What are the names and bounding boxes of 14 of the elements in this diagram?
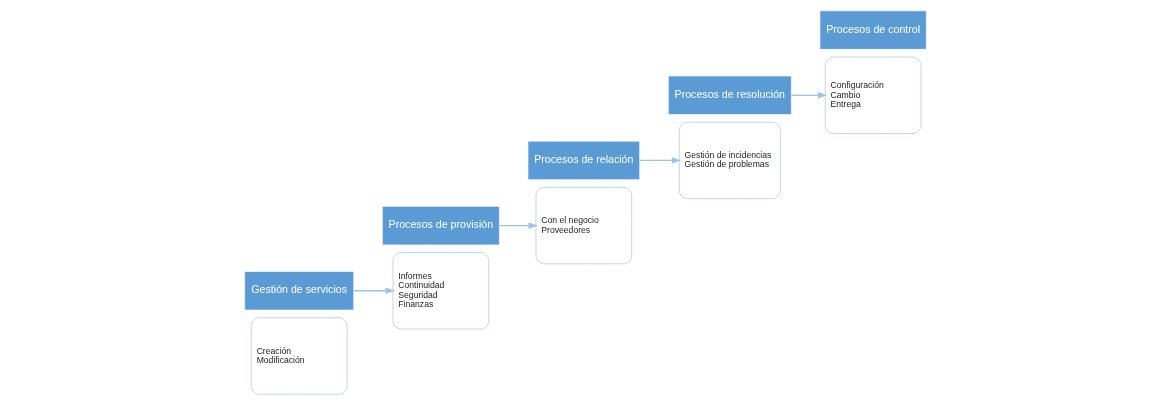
node-box: Gestión de incidencias Gestión de problemas: [678, 121, 781, 199]
node-box: Configuración Cambio Entrega: [824, 56, 921, 134]
node-box: Procesos de relación: [527, 140, 640, 181]
node-box: Gestión de servicios: [243, 271, 354, 311]
node-box: Informes Continuidad Seguridad Finanzas: [392, 252, 489, 330]
node-box: Procesos de resolución: [667, 75, 792, 115]
arrow: [352, 287, 395, 295]
node-box: Procesos de control: [819, 10, 927, 50]
node-box: Creación Modificación: [250, 317, 347, 395]
arrow: [790, 92, 827, 99]
arrow: [498, 222, 538, 229]
node-box: Con el negocio Proveedores: [535, 187, 632, 265]
arrow: [638, 157, 681, 164]
node-box: Procesos de provisión: [381, 206, 500, 246]
